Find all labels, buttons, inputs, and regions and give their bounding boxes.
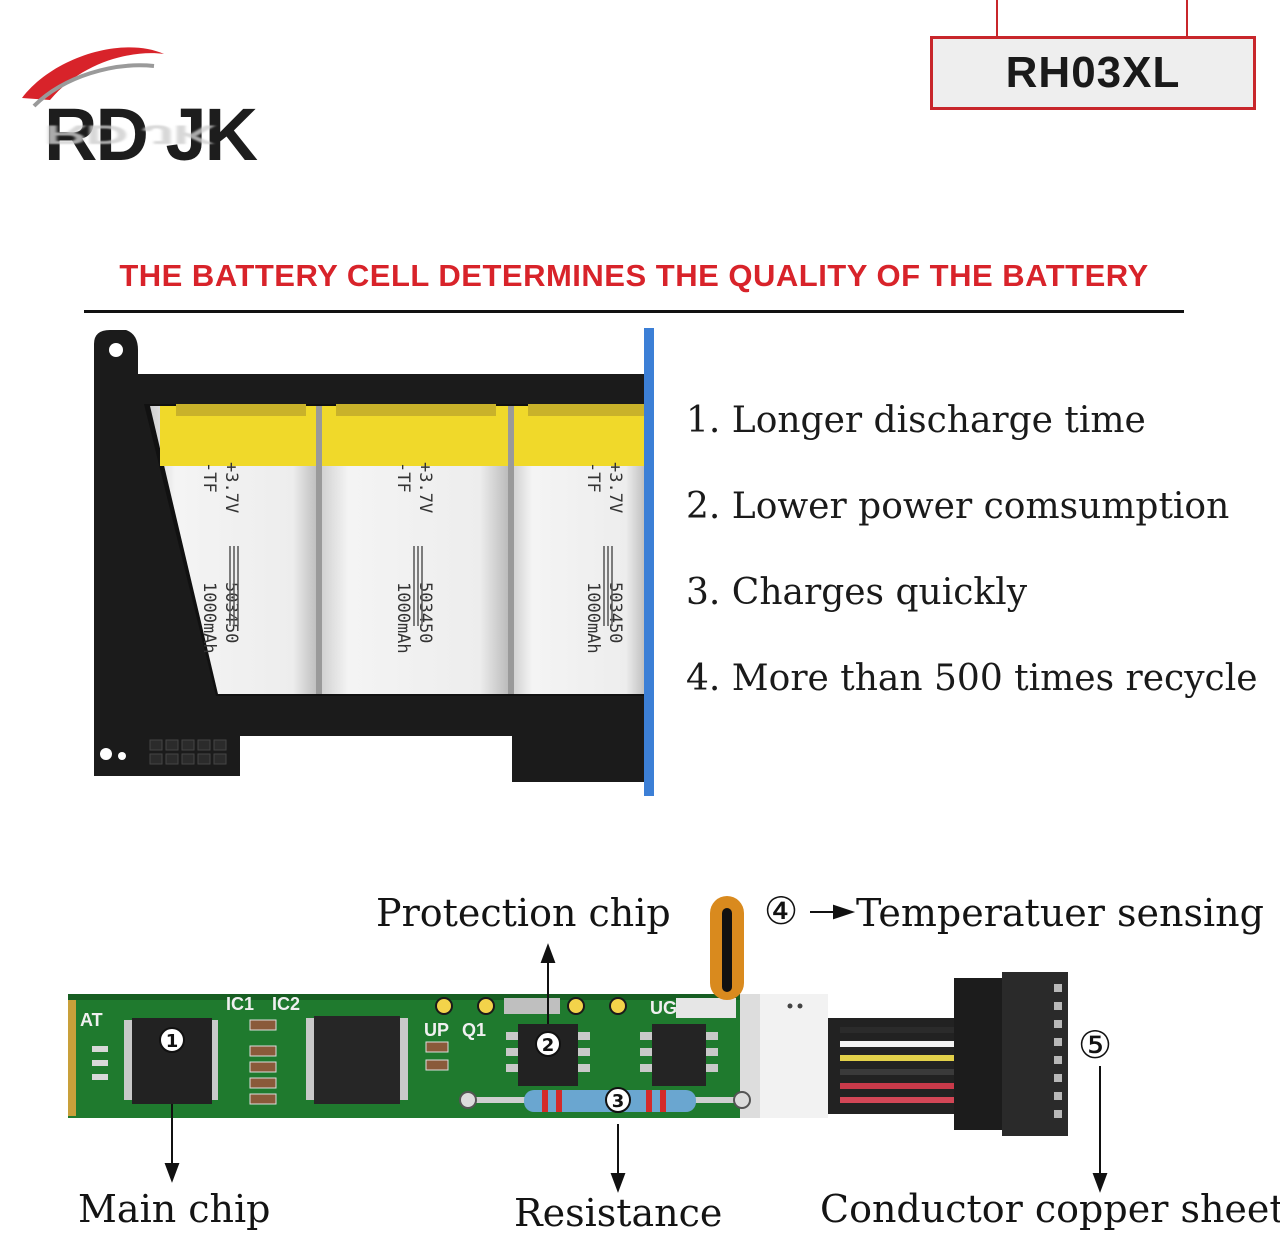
main-chip: 1 (124, 1018, 218, 1104)
marker-protection-chip: 2 (542, 1035, 555, 1056)
label-protection-chip: Protection chip (376, 891, 671, 935)
cell-3-model: 503450 (605, 582, 625, 643)
label-main-chip: Main chip (78, 1187, 271, 1231)
headline-divider (84, 310, 1184, 313)
logo-wordmark: RD JK (44, 93, 258, 176)
silk-ug: UG (650, 998, 677, 1018)
model-label: RH03XL (1005, 48, 1181, 97)
silk-at: AT (80, 1010, 103, 1030)
silk-ic1: IC1 (226, 994, 254, 1014)
logo-swoosh-icon (22, 47, 164, 108)
resistor: 3 (459, 1087, 751, 1113)
silk-q1: Q1 (462, 1020, 486, 1040)
feature-item: 2. Lower power comsumption (686, 486, 1230, 527)
page-headline: THE BATTERY CELL DETERMINES THE QUALITY … (119, 258, 1149, 293)
cell-1-capacity: 1000mAh (199, 582, 219, 654)
cell-1-model: 503450 (221, 582, 241, 643)
brand-logo: RD JK RD JK (14, 36, 374, 186)
cell-2-brand: -TF (393, 462, 413, 493)
cell-3-voltage: +3.7V (605, 462, 625, 513)
marker-resistor: 3 (612, 1091, 625, 1112)
silk-up: UP (424, 1020, 449, 1040)
marker-main-chip: 1 (166, 1031, 179, 1052)
label-temp-number: ④ (764, 889, 799, 933)
cell-2-capacity: 1000mAh (393, 582, 413, 654)
feature-item: 1. Longer discharge time (686, 400, 1146, 441)
callout-arrows (164, 904, 1108, 1193)
model-box: RH03XL (930, 36, 1256, 110)
label-resistance: Resistance (514, 1191, 723, 1235)
battery-cell-3 (512, 404, 646, 694)
cell-1-voltage: +3.7V (221, 462, 241, 513)
temperature-sensor (710, 896, 744, 1000)
model-box-leaders (996, 0, 1188, 38)
feature-list: 1. Longer discharge time 2. Lower power … (686, 378, 1276, 722)
cell-2-model: 503450 (415, 582, 435, 643)
cell-2-voltage: +3.7V (415, 462, 435, 513)
cable-connector (828, 972, 1068, 1136)
pcb-image: AT IC1 IC2 UP Q1 UG 1 (68, 896, 1108, 1193)
battery-pack-image: -TF +3.7V 1000mAh 503450 -TF +3.7V 1000m… (94, 328, 654, 796)
silk-ic2: IC2 (272, 994, 300, 1014)
logo-reflection: RD JK (44, 119, 215, 150)
label-conductor-copper-sheet: Conductor copper sheet (820, 1187, 1280, 1231)
feature-item: 4. More than 500 times recycle (686, 658, 1258, 699)
label-temperature-sensing: Temperatuer sensing (856, 891, 1264, 935)
protection-chip: 2 (506, 1024, 590, 1086)
label-connector-number: ⑤ (1078, 1023, 1113, 1067)
cell-1-brand: -TF (199, 462, 219, 493)
feature-item: 3. Charges quickly (686, 572, 1028, 613)
cell-3-brand: -TF (583, 462, 603, 493)
cell-3-capacity: 1000mAh (583, 582, 603, 654)
